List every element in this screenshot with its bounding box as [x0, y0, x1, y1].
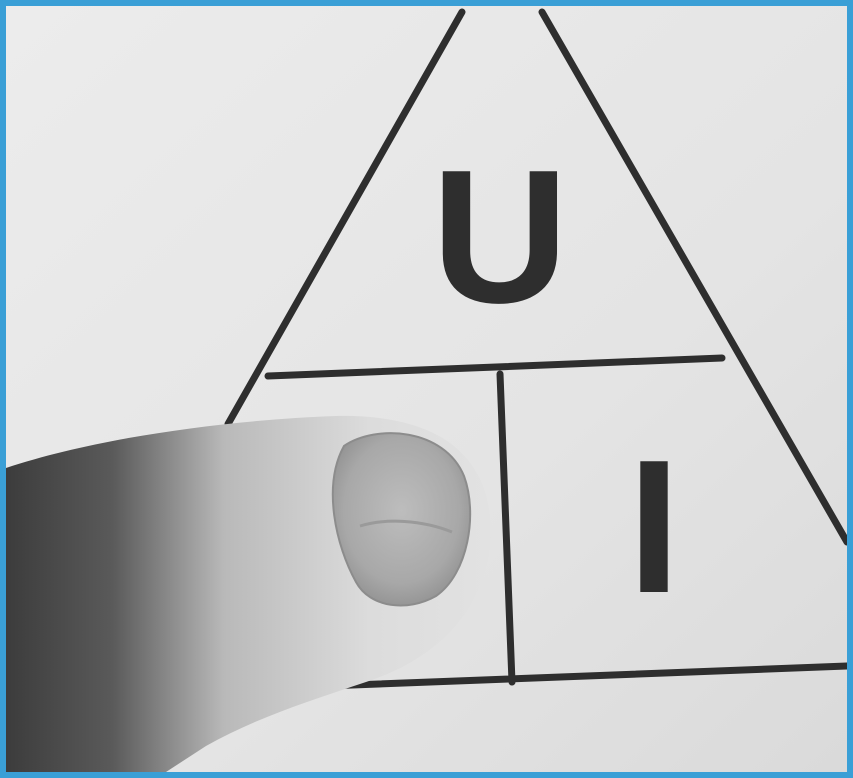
- letter-u: U: [431, 131, 568, 343]
- photo-scene: U I: [6, 6, 847, 772]
- letter-i: I: [628, 421, 681, 633]
